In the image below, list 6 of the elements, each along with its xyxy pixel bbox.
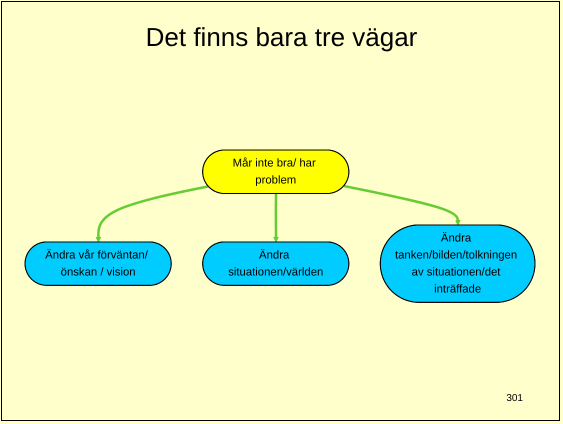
slide-title: Det finns bara tre vägar — [144, 22, 418, 53]
arrow — [273, 194, 279, 242]
flowchart: Mår inte bra/ har problem Ändra vår förväntan/ önskan / vision Ändra situationen/världen Ändra tanken/bilden/tolkningen av situationen/det inträffade — [20, 144, 540, 308]
arrow — [344, 184, 461, 226]
page-number: 301 — [506, 393, 523, 404]
arrow — [96, 184, 209, 242]
